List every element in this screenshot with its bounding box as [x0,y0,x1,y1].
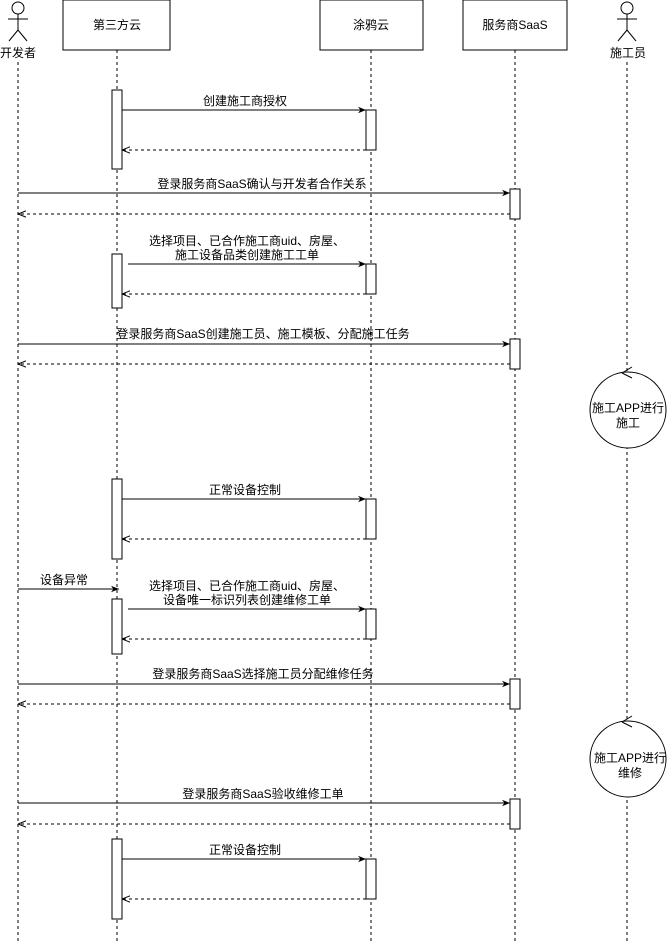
participant-label-third-cloud: 第三方云 [92,18,142,32]
participant-label-developer: 开发者 [0,46,37,60]
activation-tuya-cloud-2 [365,263,377,295]
message-label-m10: 正常设备控制 [208,843,282,857]
control-construct-label-line1: 施工APP进行 [591,401,665,415]
message-label-m7-line1: 选择项目、已合作施工商uid、房屋、 [148,579,346,593]
message-label-m5: 正常设备控制 [208,483,282,497]
activation-third-cloud-3 [111,478,123,560]
activation-tuya-cloud-4 [365,608,377,640]
activation-tuya-cloud-5 [365,858,377,900]
activation-third-cloud-2 [111,253,123,309]
message-label-m6: 设备异常 [39,573,89,587]
activation-third-cloud-5 [111,838,123,920]
participant-box-saas [462,0,568,51]
control-repair-label-line1: 施工APP进行 [593,751,667,765]
activation-saas-2 [509,338,521,370]
activation-saas-4 [509,798,521,830]
message-label-m1: 创建施工商授权 [202,94,288,108]
actor-developer-icon [8,1,28,42]
control-repair [589,715,667,798]
message-label-m3-line1: 选择项目、已合作施工商uid、房屋、 [148,234,346,248]
control-construct-label-line2: 施工 [615,416,641,430]
message-label-m3-line2: 施工设备品类创建施工工单 [174,248,320,262]
activation-tuya-cloud-1 [365,109,377,151]
message-label-m7-line2: 设备唯一标识列表创建维修工单 [162,593,332,607]
activation-saas-3 [509,678,521,710]
actor-worker-icon [617,1,637,42]
control-repair-label-line2: 维修 [617,766,643,780]
participant-label-worker: 施工员 [609,46,647,60]
message-label-m2: 登录服务商SaaS确认与开发者合作关系 [157,177,367,191]
message-label-m8: 登录服务商SaaS选择施工员分配维修任务 [152,667,374,681]
message-label-m4: 登录服务商SaaS创建施工员、施工模板、分配施工任务 [116,327,410,341]
participant-box-tuya-cloud [319,0,424,51]
activation-third-cloud-4 [111,598,123,655]
participant-box-third-cloud [62,0,171,51]
activation-tuya-cloud-3 [365,498,377,540]
participant-label-tuya-cloud: 涂鸦云 [352,18,390,32]
participant-label-saas: 服务商SaaS [482,18,548,32]
message-label-m9: 登录服务商SaaS验收维修工单 [182,787,344,801]
activation-saas-1 [509,188,521,220]
control-construct [589,366,667,449]
activation-third-cloud-1 [111,89,123,170]
